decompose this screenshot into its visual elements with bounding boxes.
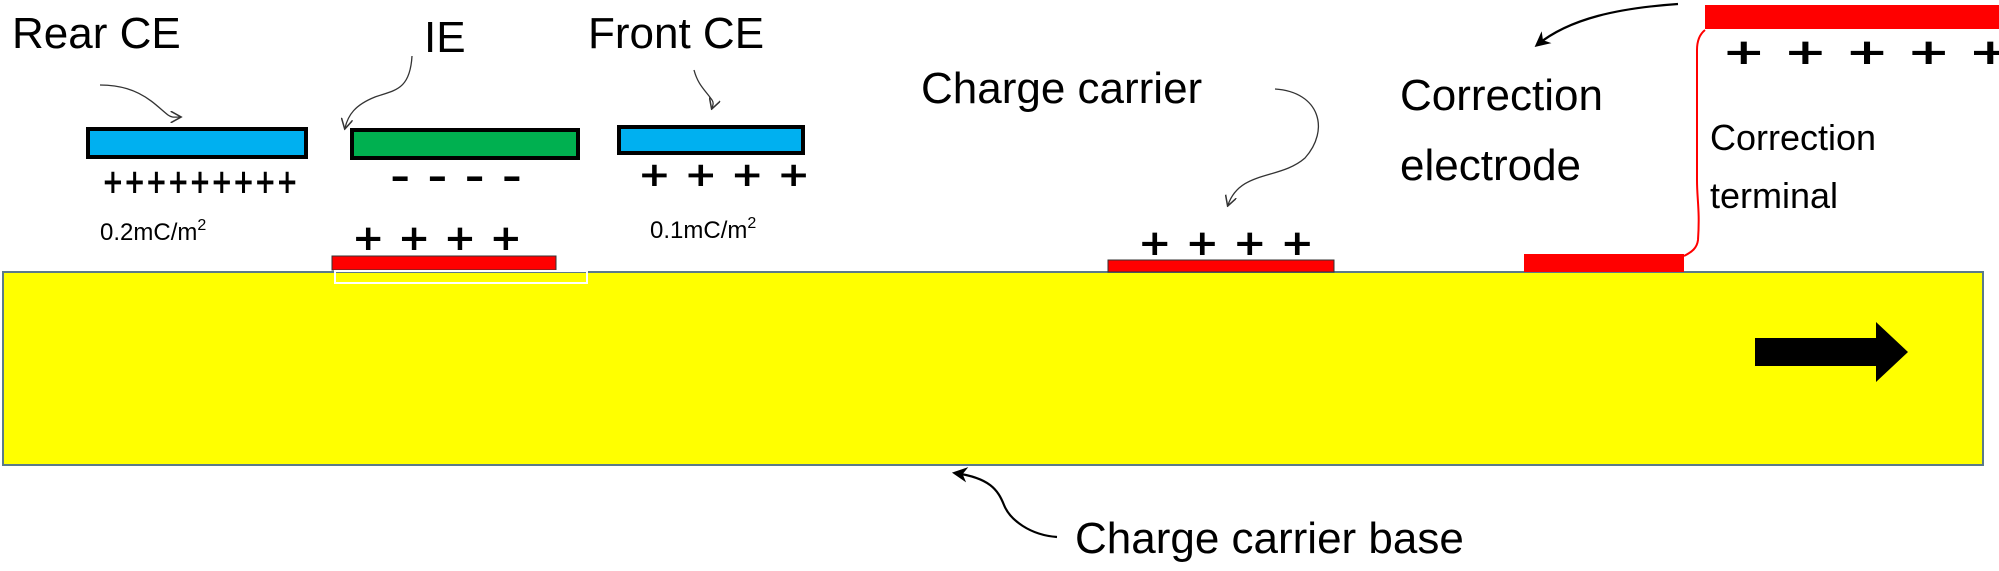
rear-ce-electrode: [86, 127, 308, 159]
ie-selection-outline: [334, 270, 588, 284]
correction-electrode-label-line2: electrode: [1400, 141, 1581, 190]
correction-terminal-charges: + + + + +: [1722, 32, 1999, 73]
ie-charges: - - - -: [390, 158, 522, 196]
correction-terminal-plate: [1705, 5, 1999, 29]
motion-arrow-icon: [1755, 322, 1908, 382]
rear-ce-charge-density: 0.2mC/m2: [100, 217, 206, 246]
correction-electrode-pointer-arrow: [1534, 2, 1679, 47]
charge-carrier-base-pointer-arrow: [951, 467, 1058, 539]
charge-carrier-pointer-arrow: [1228, 88, 1319, 205]
ie-charge-carrier: [331, 255, 557, 271]
rear-ce-pointer-arrow: [99, 84, 180, 117]
charge-carrier-plate: [1107, 259, 1335, 273]
correction-electrode-label-line1: Correction: [1400, 71, 1603, 120]
front-ce-label: Front CE: [588, 9, 764, 58]
rear-ce-charges: +++++++++: [102, 162, 298, 202]
ie-carrier-charges: + + + +: [352, 218, 522, 259]
ie-pointer-arrow: [345, 55, 413, 128]
ie-label: IE: [424, 13, 466, 62]
rear-ce-label: Rear CE: [12, 9, 181, 58]
front-ce-charge-density: 0.1mC/m2: [650, 215, 756, 244]
charge-carrier-base-label: Charge carrier base: [1075, 514, 1464, 563]
front-ce-charges: + + + +: [638, 155, 810, 195]
charge-carrier-label: Charge carrier: [921, 64, 1202, 113]
front-ce-electrode: [617, 125, 805, 155]
correction-terminal-label-line1: Correction: [1710, 117, 1876, 158]
ie-electrode: [350, 128, 580, 160]
correction-connection-wire: [1683, 29, 1706, 257]
correction-terminal-label-line2: terminal: [1710, 175, 1838, 216]
front-ce-pointer-arrow: [693, 69, 713, 108]
correction-electrode-plate: [1524, 254, 1684, 272]
charge-carrier-charges: + + + +: [1138, 223, 1314, 264]
charge-carrier-base: [2, 271, 1984, 466]
